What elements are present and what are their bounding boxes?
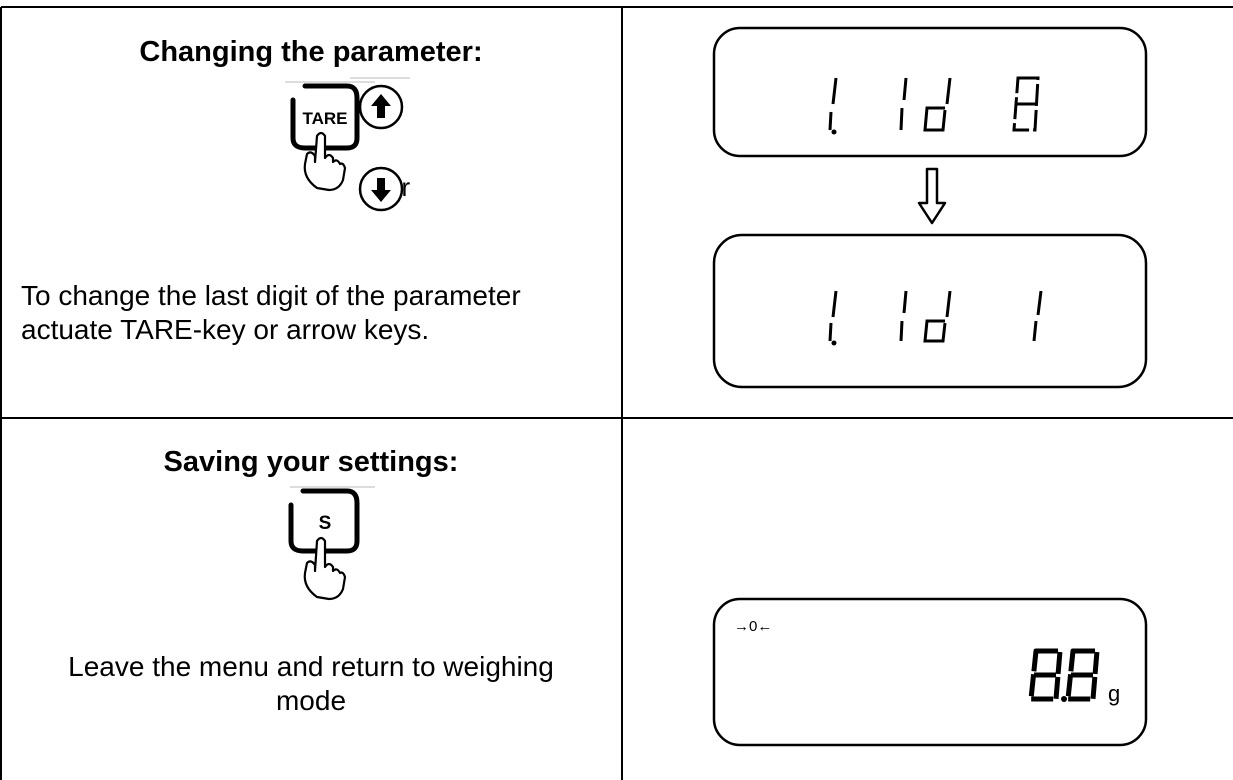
zero-indicator: →0← — [734, 618, 772, 635]
instruction-line: actuate TARE-key or arrow keys. — [21, 314, 430, 345]
s-key-label: S — [319, 513, 332, 534]
arrow-down-icon — [358, 166, 404, 212]
lcd-value — [1028, 648, 1100, 702]
heading-saving-settings: Saving your settings: — [163, 446, 459, 478]
lcd-char — [899, 290, 908, 342]
lcd-char — [1032, 290, 1043, 342]
instruction-line: To change the last digit of the paramete… — [21, 280, 521, 311]
instruction-leave-menu: Leave the menu and return to weighing mo… — [0, 650, 622, 718]
lcd-display-before — [712, 26, 1148, 158]
instruction-line: Leave the menu and return to weighing — [68, 651, 554, 682]
lcd-char — [923, 77, 952, 132]
instruction-change-digit: To change the last digit of the paramete… — [21, 279, 616, 347]
hollow-down-arrow-icon — [917, 167, 947, 225]
heading-changing-parameter: Changing the parameter: — [139, 36, 483, 68]
s-key-press-illustration: S — [288, 486, 375, 601]
lcd-display-after — [712, 233, 1148, 389]
lcd-char — [1012, 76, 1040, 132]
lcd-display-weighing: →0← g — [712, 597, 1148, 747]
tare-key-label: TARE — [302, 109, 347, 128]
lcd-char — [828, 77, 838, 131]
tare-key-press-illustration: TARE — [285, 81, 375, 192]
lcd-char — [828, 290, 838, 342]
instruction-line: mode — [275, 685, 347, 716]
lcd-char — [899, 77, 908, 131]
lcd-char — [923, 290, 952, 343]
hand-pointer-icon — [303, 131, 347, 192]
hand-pointer-icon — [303, 536, 347, 601]
arrow-up-icon — [350, 77, 410, 130]
unit-label: g — [1108, 681, 1120, 706]
